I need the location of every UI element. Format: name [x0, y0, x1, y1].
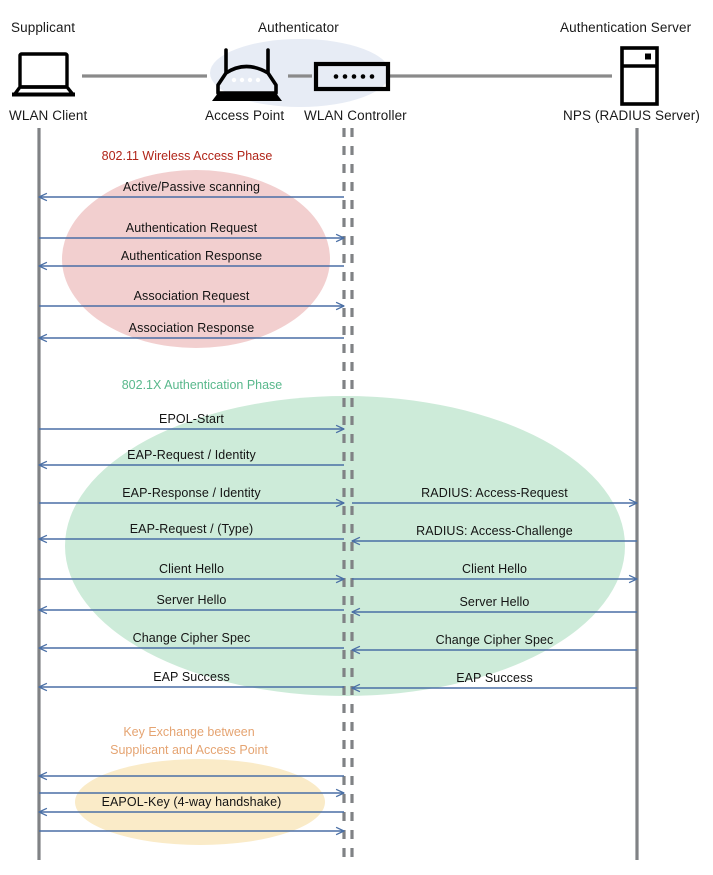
access-point-icon	[212, 48, 282, 101]
message-label-left-5: EPOL-Start	[159, 412, 224, 426]
message-label-right-5: EAP Success	[456, 671, 533, 685]
phase-label-phase-8021x: 802.1X Authentication Phase	[121, 378, 283, 392]
message-label-right-1: RADIUS: Access-Challenge	[416, 524, 573, 538]
message-label-left-12: EAP Success	[153, 670, 230, 684]
server-icon	[620, 46, 659, 106]
message-label-left-15: EAPOL-Key (4-way handshake)	[101, 795, 282, 809]
message-label-left-2: Authentication Response	[120, 249, 263, 263]
phase-ellipse-phase-80211	[62, 170, 330, 348]
phase-ellipse-phase-key-exchange	[75, 759, 325, 845]
node-device-access-point: Access Point	[205, 108, 285, 123]
lifeline-group	[37, 128, 639, 860]
node-device-wlan-client: WLAN Client	[9, 108, 88, 123]
message-label-left-1: Authentication Request	[125, 221, 258, 235]
wlan-controller-icon	[313, 61, 391, 92]
message-label-left-0: Active/Passive scanning	[122, 180, 261, 194]
laptop-icon	[12, 52, 75, 97]
message-arrow-group-left	[39, 197, 344, 831]
message-label-left-9: Client Hello	[158, 562, 225, 576]
message-label-right-2: Client Hello	[461, 562, 528, 576]
node-device-wlan-controller: WLAN Controller	[304, 108, 407, 123]
message-label-left-3: Association Request	[133, 289, 250, 303]
message-label-left-8: EAP-Request / (Type)	[129, 522, 254, 536]
node-role-supplicant: Supplicant	[11, 20, 76, 35]
node-device-nps-radius: NPS (RADIUS Server)	[563, 108, 700, 123]
message-label-right-0: RADIUS: Access-Request	[421, 486, 568, 500]
message-label-right-4: Change Cipher Spec	[435, 633, 554, 647]
node-role-auth-server: Authentication Server	[560, 20, 692, 35]
message-label-left-7: EAP-Response / Identity	[122, 486, 261, 500]
message-label-right-3: Server Hello	[459, 595, 530, 609]
message-arrow-group-right	[352, 503, 637, 688]
node-role-authenticator: Authenticator	[258, 20, 339, 35]
phase-label-phase-80211: 802.11 Wireless Access Phase	[101, 149, 273, 163]
message-label-left-6: EAP-Request / Identity	[127, 448, 256, 462]
message-label-left-11: Change Cipher Spec	[132, 631, 251, 645]
message-label-left-4: Association Response	[128, 321, 255, 335]
message-label-left-10: Server Hello	[156, 593, 227, 607]
